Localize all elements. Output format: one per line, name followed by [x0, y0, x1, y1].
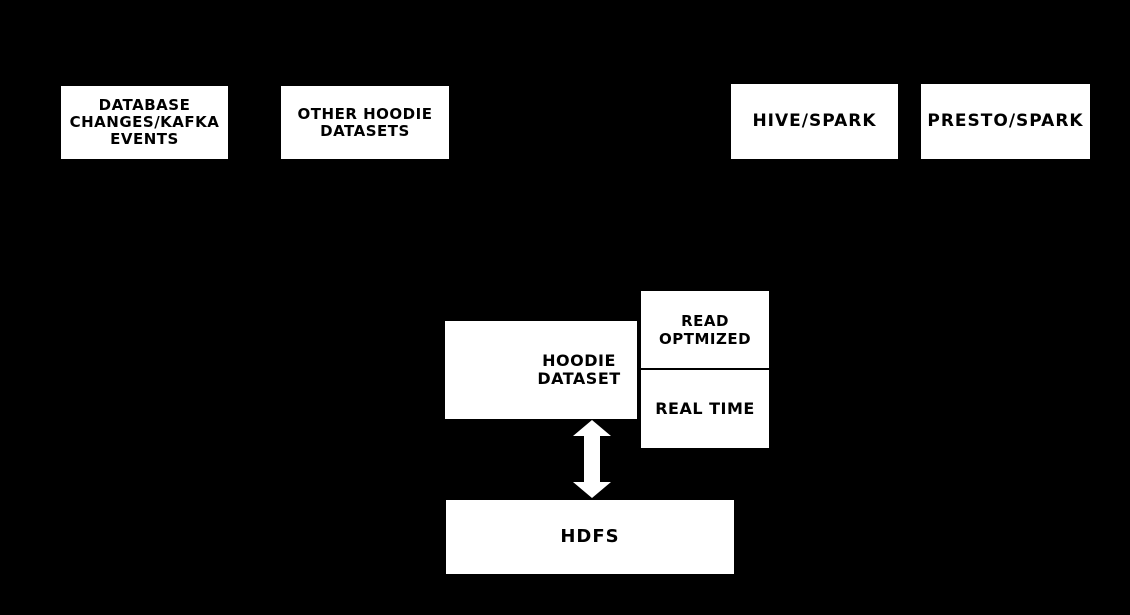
database-changes-kafka-events-label: DATABASE CHANGES/KAFKA EVENTS [69, 96, 220, 148]
read-optimized-view-box: READ OPTMIZED [641, 291, 769, 368]
hdfs-storage-box: HDFS [446, 500, 734, 574]
other-hoodie-datasets-label: OTHER HOODIE DATASETS [297, 104, 433, 140]
hoodie-dataset-label: HOODIE DATASET [537, 351, 621, 388]
hive-spark-box: HIVE/SPARK [731, 84, 898, 159]
hdfs-storage-label: HDFS [560, 526, 620, 547]
read-optimized-view-label: READ OPTMIZED [658, 311, 752, 348]
other-hoodie-datasets-box: OTHER HOODIE DATASETS [281, 86, 449, 159]
presto-spark-box: PRESTO/SPARK [921, 84, 1090, 159]
bidirectional-arrow-icon [573, 420, 611, 498]
real-time-view-box: REAL TIME [641, 370, 769, 448]
presto-spark-label: PRESTO/SPARK [927, 111, 1084, 131]
hive-spark-label: HIVE/SPARK [752, 111, 877, 131]
real-time-view-label: REAL TIME [655, 399, 755, 418]
hoodie-dataset-box: HOODIE DATASET [445, 321, 637, 419]
database-changes-kafka-events-box: DATABASE CHANGES/KAFKA EVENTS [61, 86, 228, 159]
